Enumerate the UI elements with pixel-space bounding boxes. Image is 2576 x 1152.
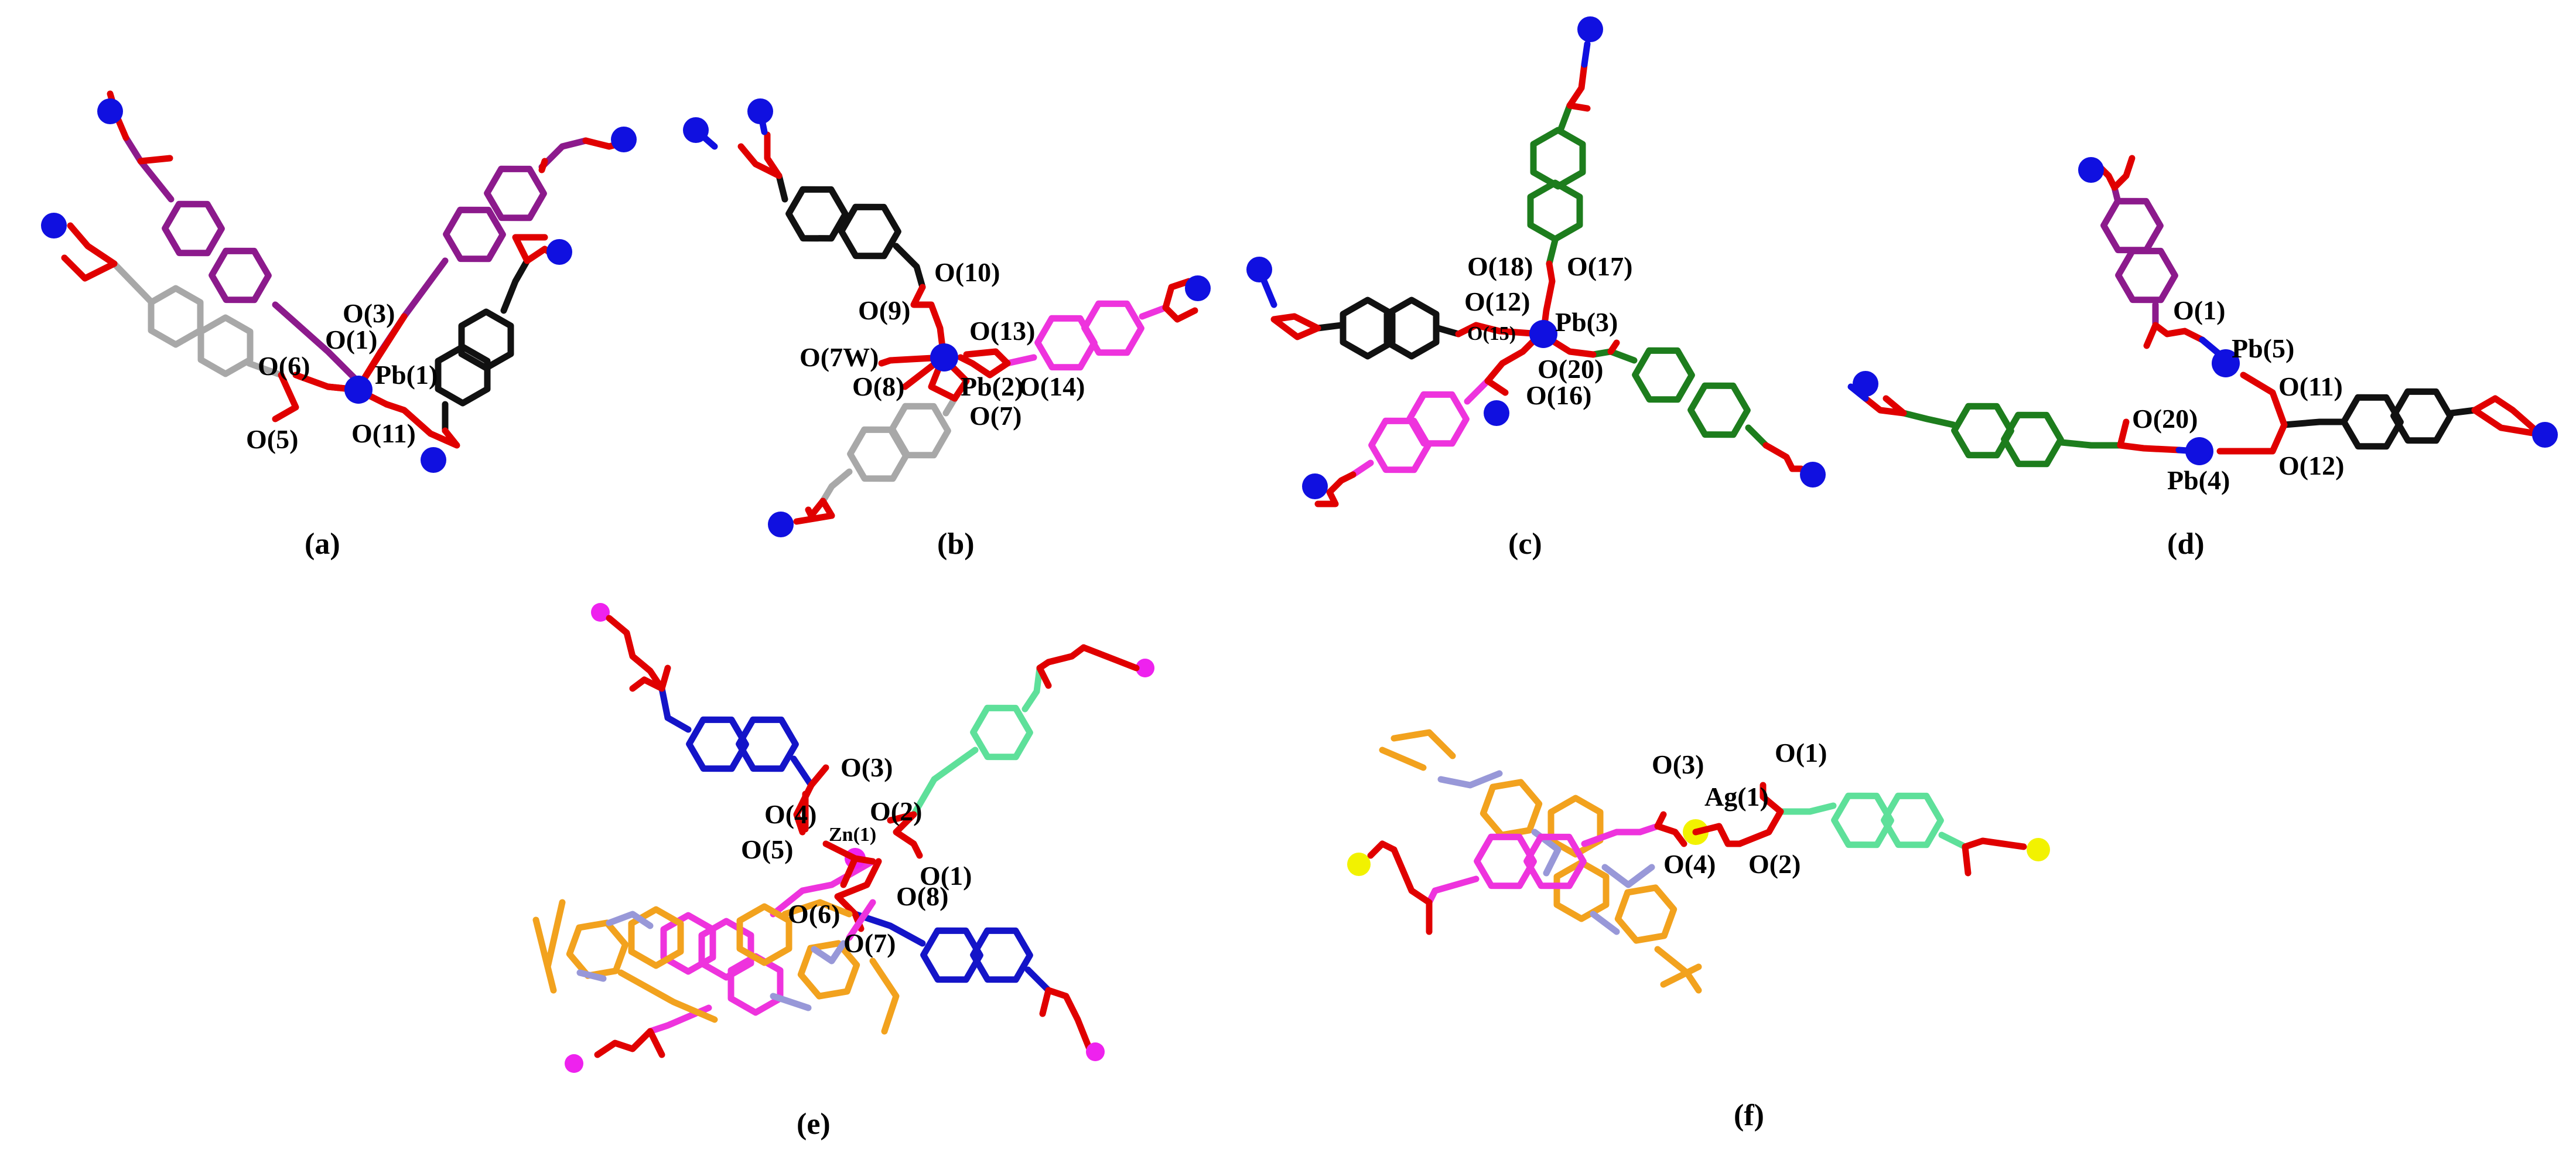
- black-ligand: [2281, 379, 2478, 458]
- purple-ligand: [2097, 184, 2182, 329]
- lead-atom: [1484, 400, 1509, 426]
- silver-atom: [2027, 838, 2050, 861]
- mint-ligand: [1777, 783, 1969, 857]
- panel-d: O(1) Pb(5) O(11) O(20) Pb(4) O(12) (d): [1847, 155, 2558, 561]
- atom-label: O(5): [246, 424, 298, 454]
- lead-atom: [97, 98, 123, 124]
- atom-label: O(7): [843, 928, 896, 958]
- atom-label: O(1): [2173, 295, 2225, 325]
- lead-atom: [1185, 275, 1211, 301]
- zinc-atom: [565, 1054, 583, 1073]
- blue-ligand-bottom: [852, 911, 1052, 992]
- lead-atom: [2532, 422, 2558, 448]
- atom-label: O(3): [343, 298, 395, 328]
- pb3-atom: [1529, 320, 1557, 348]
- atom-label: Zn(1): [829, 824, 876, 846]
- mint-ligand: [910, 664, 1043, 818]
- panel-b: O(10) O(9) O(13) O(7W) O(8) Pb(2) O(14) …: [683, 98, 1211, 561]
- atom-label: O(3): [1652, 749, 1704, 779]
- zinc-atom: [591, 603, 610, 622]
- atom-label: Pb(3): [1555, 307, 1618, 337]
- atom-label: O(18): [1467, 251, 1533, 281]
- pb4-atom: [2185, 437, 2213, 465]
- atom-label: O(3): [841, 752, 893, 782]
- atom-label: O(4): [764, 799, 816, 829]
- atom-label: O(6): [258, 351, 310, 381]
- panel-a: O(3) O(1) Pb(1) O(6) O(5) O(11) (a): [41, 90, 637, 561]
- atom-label: Pb(1): [375, 360, 438, 390]
- lead-atom: [1302, 473, 1328, 499]
- orange-ligand: [532, 899, 900, 1035]
- silver-atom: [1347, 853, 1371, 876]
- green-ligand-top: [1530, 102, 1583, 267]
- atom-label: O(11): [2278, 371, 2343, 401]
- atom-label: O(6): [788, 899, 840, 929]
- zinc-atom: [1136, 659, 1154, 677]
- atom-label: O(14): [1019, 371, 1085, 401]
- magenta-ligand: [1004, 291, 1169, 379]
- atom-label: Pb(4): [2167, 465, 2230, 495]
- atom-label: O(12): [2278, 451, 2344, 480]
- green-ligand: [1900, 394, 2124, 476]
- panel-caption: (c): [1508, 527, 1542, 561]
- blue-ligand-top: [658, 685, 815, 789]
- lead-atom: [1577, 16, 1603, 42]
- atom-label: O(13): [969, 316, 1035, 346]
- pb2-atom: [930, 343, 958, 371]
- pb1-atom: [344, 376, 373, 404]
- panel-c: O(18) O(17) O(12) O(15) Pb(3) O(20) O(16…: [1246, 16, 1826, 561]
- atom-label: O(17): [1567, 251, 1632, 281]
- atom-label: O(20): [1538, 354, 1603, 384]
- lead-atom: [546, 239, 572, 265]
- atom-label: O(2): [870, 796, 922, 826]
- atom-label: O(10): [934, 257, 1000, 287]
- atom-label: O(9): [858, 295, 910, 325]
- black-ligand: [1314, 300, 1462, 356]
- atom-label: O(8): [852, 371, 904, 401]
- lead-atom: [421, 447, 446, 473]
- atom-label: Pb(5): [2232, 333, 2294, 363]
- panel-caption: (b): [937, 527, 975, 561]
- lead-atom: [611, 127, 637, 152]
- grey-ligand: [111, 260, 285, 379]
- atom-label: Pb(2): [961, 371, 1023, 401]
- atom-label: O(5): [741, 834, 793, 864]
- lead-atom: [1853, 371, 1878, 397]
- atom-label: O(8): [896, 881, 948, 911]
- lead-atom: [41, 213, 67, 238]
- pb5-atom: [2212, 349, 2240, 377]
- panel-caption: (d): [2167, 527, 2205, 561]
- lead-atom: [2078, 157, 2104, 183]
- panel-e: O(3) O(4) Zn(1) O(2) O(5) O(1) O(8) O(6)…: [532, 603, 1154, 1141]
- black-ligand: [438, 257, 531, 434]
- zinc-atom: [1086, 1042, 1105, 1061]
- atom-label: O(11): [351, 418, 416, 448]
- green-ligand-right: [1590, 338, 1769, 447]
- atom-label: Ag(1): [1704, 782, 1769, 812]
- grey-ligand: [819, 394, 955, 505]
- atom-label: O(1): [1775, 738, 1827, 768]
- panel-f: O(3) O(1) Ag(1) O(4) O(2) (f): [1347, 729, 2050, 1132]
- atom-label: O(12): [1464, 287, 1530, 316]
- atom-label: O(16): [1526, 380, 1591, 410]
- panel-caption: (f): [1734, 1099, 1764, 1132]
- black-ligand: [775, 172, 926, 291]
- atom-label: O(20): [2132, 404, 2198, 434]
- panel-caption: (a): [305, 527, 340, 561]
- panel-caption: (e): [797, 1107, 831, 1141]
- atom-label: O(7W): [800, 342, 879, 372]
- lead-atom: [1800, 462, 1826, 488]
- atom-label: O(7): [969, 401, 1021, 431]
- magenta-ligand: [1426, 824, 1661, 906]
- atom-label: O(4): [1663, 849, 1716, 879]
- atom-label: O(15): [1467, 323, 1516, 345]
- atom-label: O(1): [920, 861, 972, 891]
- lead-atom: [768, 512, 794, 537]
- orange-ligand: [1379, 729, 1702, 994]
- atom-label: O(2): [1748, 849, 1801, 879]
- atom-label: O(1): [325, 325, 377, 355]
- magenta-ligand: [1350, 377, 1491, 482]
